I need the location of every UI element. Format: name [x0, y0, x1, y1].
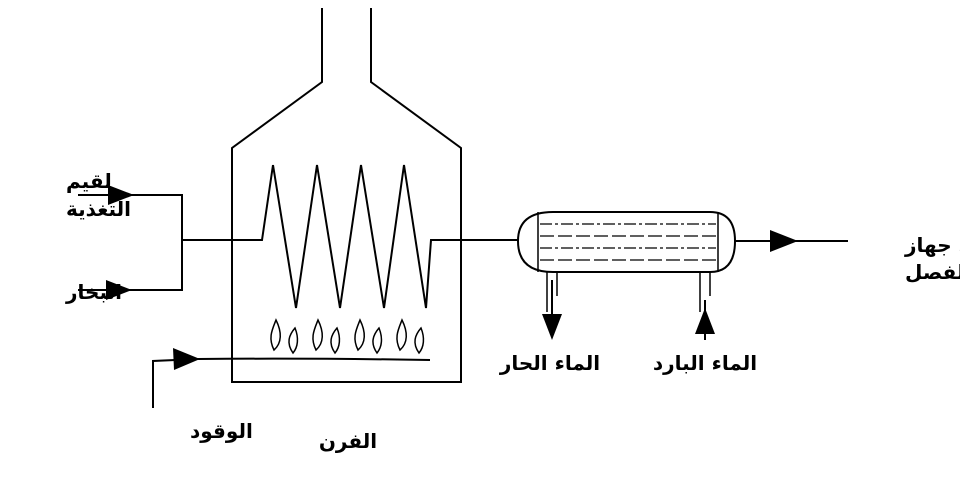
- heat-exchanger: [516, 211, 737, 340]
- hot-water-nozzle: [546, 272, 558, 312]
- feed-inlet: [78, 164, 274, 300]
- hot-water-label: الماء الحار: [499, 351, 600, 375]
- feed-label-line2: التغذية: [66, 197, 131, 221]
- steam-label: البخار: [65, 280, 122, 304]
- cold-water-label: الماء البارد: [653, 351, 757, 375]
- flame-icon: [414, 326, 425, 355]
- cold-water-arrow-icon: [695, 308, 715, 334]
- flame-icon: [354, 318, 365, 352]
- cold-water-nozzle: [699, 272, 711, 312]
- flame-icon: [330, 326, 341, 355]
- flame-icon: [288, 326, 299, 355]
- flame-icon: [396, 318, 407, 352]
- fuel-line: [152, 348, 431, 408]
- fuel-label: الوقود: [190, 419, 253, 443]
- separator-outlet: [735, 230, 848, 252]
- separator-label-line2: الفصل: [905, 260, 960, 284]
- flame-icon: [312, 318, 323, 352]
- feed-label-line1: لقيم: [66, 169, 112, 193]
- flame-icon: [372, 326, 383, 355]
- furnace: [231, 8, 462, 383]
- feed-arrow-icon: [108, 185, 134, 205]
- steam-arrow-icon: [106, 280, 132, 300]
- furnace-outline: [231, 8, 462, 383]
- flame-icon: [270, 318, 281, 352]
- heating-coil: [272, 164, 518, 309]
- furnace-inlet-pipe: [182, 164, 274, 241]
- exchanger-shell: [516, 211, 737, 273]
- outlet-arrow-icon: [770, 230, 798, 252]
- furnace-label: الفرن: [319, 429, 377, 453]
- burner-flames: [270, 318, 425, 355]
- fuel-pipe: [152, 357, 431, 408]
- separator-label-line1: إلى جهاز: [904, 233, 960, 257]
- hot-water-arrow-icon: [542, 314, 562, 340]
- fuel-arrow-icon: [173, 348, 200, 370]
